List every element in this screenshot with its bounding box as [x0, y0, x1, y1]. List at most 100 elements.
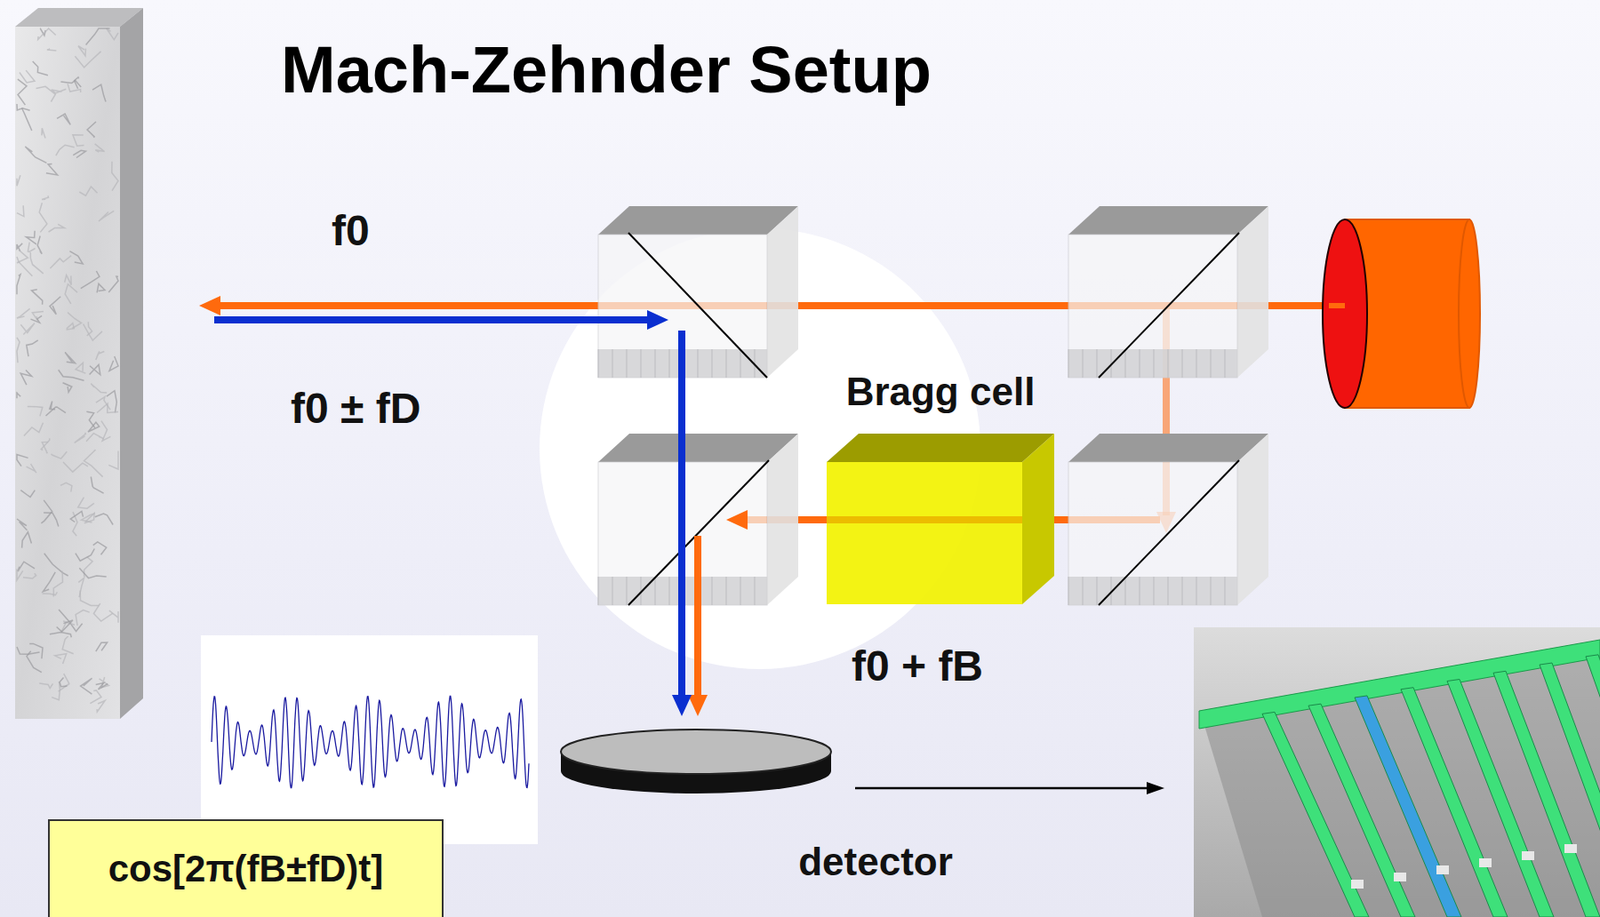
grid-line — [669, 349, 671, 378]
grid-line — [1168, 576, 1169, 606]
grid-line — [1068, 576, 1070, 606]
signal-to-detector — [678, 330, 686, 699]
marble-vein — [51, 451, 68, 459]
marble-vein — [96, 397, 111, 411]
marble-vein — [78, 577, 84, 598]
arrowhead — [647, 310, 669, 330]
marble-vein — [26, 340, 39, 357]
marble-vein — [39, 202, 48, 232]
beam-splitter-cube — [1068, 206, 1269, 378]
marble-vein — [22, 532, 32, 549]
marble-vein — [38, 28, 56, 40]
marble-vein — [95, 513, 113, 526]
reference-to-detector — [694, 536, 702, 699]
grid-line — [1210, 576, 1212, 606]
marble-vein — [67, 312, 82, 329]
marble-vein — [16, 175, 21, 186]
marble-vein — [63, 383, 72, 393]
anchor-pad — [1351, 880, 1364, 889]
grid-line — [712, 349, 713, 378]
marble-vein — [86, 433, 104, 442]
marble-vein — [72, 135, 85, 146]
marble-vein — [108, 450, 119, 470]
marble-vein — [79, 186, 97, 196]
marble-vein — [29, 643, 43, 659]
grid-line — [1068, 349, 1070, 378]
comb-finger — [1400, 688, 1508, 917]
splitter-plane — [628, 232, 768, 378]
marble-vein — [98, 210, 114, 222]
marble-vein — [16, 104, 31, 111]
marble-vein — [49, 632, 72, 639]
marble-vein — [109, 610, 119, 624]
grid-line — [1082, 349, 1084, 378]
marble-vein — [84, 513, 95, 524]
marble-vein — [74, 51, 101, 68]
marble-vein — [46, 407, 66, 416]
marble-vein — [53, 571, 63, 598]
grid-line — [1224, 576, 1226, 606]
marble-vein — [49, 296, 61, 315]
shifted-frequency-label: f0 + fB — [851, 641, 984, 691]
marble-vein — [56, 144, 75, 156]
cube-base — [1068, 576, 1238, 606]
marble-vein — [86, 28, 111, 45]
marble-vein — [41, 441, 48, 453]
cube-side — [1237, 206, 1269, 378]
marble-vein — [75, 610, 90, 626]
marble-vein — [30, 252, 44, 274]
grid-line — [740, 349, 742, 378]
grid-line — [1082, 576, 1084, 606]
marble-vein — [16, 274, 21, 295]
marble-vein — [32, 61, 48, 76]
marble-vein — [86, 411, 95, 428]
marble-vein — [20, 323, 35, 336]
marble-vein — [22, 108, 32, 131]
cube-base — [1068, 349, 1238, 378]
grid-line — [655, 576, 656, 606]
marble-vein — [78, 497, 95, 510]
grid-line — [1196, 576, 1198, 606]
wall-texture — [16, 28, 119, 712]
marble-vein — [44, 553, 69, 576]
marble-vein — [37, 236, 42, 255]
marble-vein — [17, 561, 35, 572]
marble-vein — [96, 283, 105, 293]
marble-vein — [70, 511, 83, 522]
arrowhead — [688, 695, 708, 717]
marble-vein — [47, 48, 57, 51]
cube-side — [767, 433, 799, 606]
marble-vein — [27, 407, 43, 417]
marble-vein — [87, 121, 96, 138]
marble-vein — [92, 84, 106, 102]
marble-vein — [106, 28, 119, 40]
marble-vein — [43, 512, 59, 527]
grid-line — [626, 349, 628, 378]
marble-vein — [16, 205, 24, 216]
arrowhead — [1146, 782, 1165, 795]
beam-splitter-cube — [598, 206, 799, 378]
splitter-plane — [1098, 460, 1240, 606]
marble-vein — [59, 677, 67, 687]
detector-label: detector — [764, 840, 987, 885]
grid-line — [712, 576, 713, 606]
marble-vein — [109, 356, 119, 371]
grid-line — [1182, 576, 1184, 606]
marble-vein — [20, 490, 35, 498]
grid-line — [612, 576, 614, 606]
marble-vein — [62, 636, 74, 655]
grid-line — [1196, 349, 1198, 378]
wall-front — [15, 26, 120, 720]
marble-vein — [48, 224, 65, 232]
splitter-plane — [1098, 232, 1240, 378]
laser-aperture — [1322, 219, 1368, 408]
grid-line — [740, 576, 742, 606]
marble-vein — [93, 542, 107, 555]
marble-vein — [89, 690, 102, 704]
marble-vein — [24, 423, 44, 437]
marble-vein — [16, 519, 28, 531]
result-image — [1193, 627, 1600, 917]
bragg-front — [826, 462, 1023, 605]
grid-line — [726, 576, 728, 606]
